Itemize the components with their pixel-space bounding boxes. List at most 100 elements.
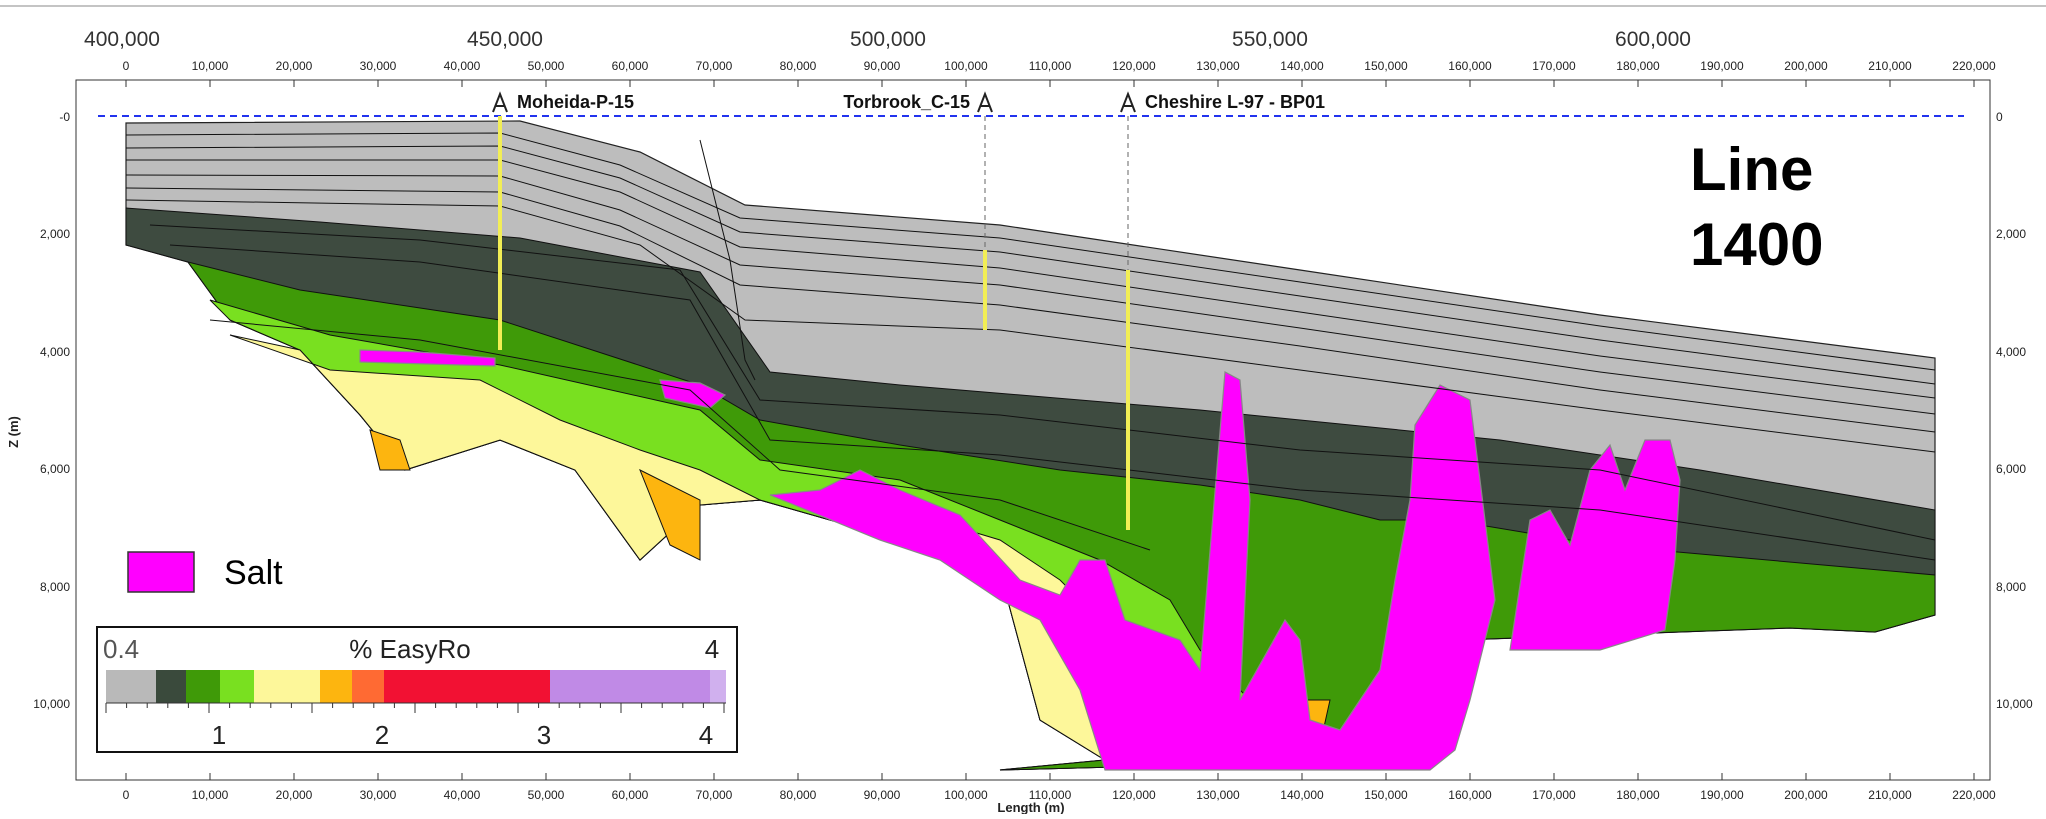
well-label-moheida: Moheida-P-15 [517, 92, 634, 112]
salt-legend-label: Salt [224, 554, 283, 592]
length-tick-label: 130,000 [1196, 788, 1240, 802]
depth-tick-label: 8,000 [1996, 580, 2026, 594]
depth-axis-left: -0 2,000 4,000 6,000 8,000 10,000 Z (m) [6, 110, 70, 711]
length-tick-label: 80,000 [780, 788, 817, 802]
scale-color-swatch [106, 670, 156, 703]
depth-tick-label: 10,000 [33, 697, 70, 711]
depth-tick-label: 4,000 [40, 345, 70, 359]
length-tick-label: 0 [123, 788, 130, 802]
axis-minor-ticks [125, 80, 1975, 780]
scale-color-swatch [220, 670, 254, 703]
length-tick-label: 200,000 [1784, 788, 1828, 802]
horizon-lines [125, 132, 1936, 561]
salt-body [1509, 439, 1681, 651]
length-tick-label: 10,000 [192, 59, 229, 73]
scale-color-swatch [710, 670, 726, 703]
scale-color-swatch [352, 670, 384, 703]
top-axis-label: 550,000 [1232, 28, 1308, 51]
length-tick-label: 170,000 [1532, 59, 1576, 73]
length-tick-label: 170,000 [1532, 788, 1576, 802]
length-tick-label: 190,000 [1700, 59, 1744, 73]
scale-tick-label: 4 [699, 720, 713, 750]
salt-legend-swatch [127, 551, 195, 593]
length-tick-label: 40,000 [444, 59, 481, 73]
length-tick-label: 20,000 [276, 59, 313, 73]
length-tick-label: 120,000 [1112, 59, 1156, 73]
length-tick-label: 190,000 [1700, 788, 1744, 802]
length-tick-label: 110,000 [1029, 59, 1072, 73]
scale-max-label: 4 [705, 634, 719, 664]
top-axis-label: 450,000 [467, 28, 543, 51]
length-tick-label: 70,000 [696, 59, 733, 73]
salt-body [769, 371, 1496, 771]
length-tick-label: 20,000 [276, 788, 313, 802]
length-tick-label: 60,000 [612, 788, 649, 802]
depth-tick-label: -0 [59, 110, 70, 124]
well-labels: Moheida-P-15 Torbrook_C-15 Cheshire L-97… [492, 91, 1325, 113]
top-axis-label: 600,000 [1615, 28, 1691, 51]
length-tick-label: 10,000 [192, 788, 229, 802]
depth-tick-label: 2,000 [40, 227, 70, 241]
length-tick-label: 60,000 [612, 59, 649, 73]
length-axis-title: Length (m) [997, 800, 1064, 814]
depth-tick-label: 10,000 [1996, 697, 2033, 711]
length-tick-label: 180,000 [1616, 788, 1660, 802]
well-symbol-icon [977, 91, 993, 113]
depth-tick-label: 6,000 [40, 462, 70, 476]
scale-tick-label: 3 [537, 720, 551, 750]
length-tick-label: 150,000 [1364, 59, 1408, 73]
length-tick-label: 210,000 [1868, 59, 1912, 73]
length-tick-label: 200,000 [1784, 59, 1828, 73]
geologic-section [125, 116, 1936, 771]
depth-tick-label: 8,000 [40, 580, 70, 594]
top-axis-label: 400,000 [84, 28, 160, 51]
length-tick-label: 140,000 [1280, 788, 1324, 802]
length-tick-label: 90,000 [864, 788, 901, 802]
depth-tick-label: 0 [1996, 110, 2003, 124]
top-axis: 400,000 450,000 500,000 550,000 600,000 [0, 5, 2046, 51]
length-tick-label: 120,000 [1112, 788, 1156, 802]
depth-tick-label: 4,000 [1996, 345, 2026, 359]
scale-title: % EasyRo [349, 634, 470, 664]
length-tick-label: 160,000 [1448, 59, 1492, 73]
well-symbol-icon [1120, 91, 1136, 113]
length-tick-label: 220,000 [1952, 788, 1996, 802]
well-label-cheshire: Cheshire L-97 - BP01 [1145, 92, 1325, 112]
easyro-scale: 0.4 % EasyRo 4 1 2 3 4 [96, 626, 738, 753]
top-axis-label: 500,000 [850, 28, 926, 51]
length-tick-label: 110,000 [1029, 788, 1072, 802]
scale-color-swatch [156, 670, 186, 703]
length-tick-label: 40,000 [444, 788, 481, 802]
depth-tick-label: 2,000 [1996, 227, 2026, 241]
well-symbol-icon [492, 91, 508, 113]
length-tick-label: 0 [123, 59, 130, 73]
length-tick-label: 50,000 [528, 59, 565, 73]
length-tick-label: 100,000 [944, 59, 988, 73]
orange-patch [639, 468, 701, 561]
depth-axis-right: 0 2,000 4,000 6,000 8,000 10,000 [1996, 110, 2033, 711]
scale-color-bar [105, 670, 726, 713]
line-title: Line [1690, 136, 1813, 203]
scale-color-swatch [384, 670, 550, 703]
length-tick-label: 70,000 [696, 788, 733, 802]
length-tick-label: 210,000 [1868, 788, 1912, 802]
length-tick-label: 140,000 [1280, 59, 1324, 73]
plot-frame [75, 79, 1991, 781]
length-tick-label: 160,000 [1448, 788, 1492, 802]
depth-tick-label: 6,000 [1996, 462, 2026, 476]
depth-axis-title: Z (m) [6, 416, 21, 448]
scale-color-swatch [254, 670, 320, 703]
length-tick-label: 90,000 [864, 59, 901, 73]
salt-body [359, 349, 496, 367]
scale-min-label: 0.4 [103, 634, 139, 664]
scale-tick-label: 1 [212, 720, 226, 750]
scale-tick-label: 2 [375, 720, 389, 750]
line-number: 1400 [1690, 211, 1823, 278]
scale-color-swatch [550, 670, 710, 703]
length-tick-label: 100,000 [944, 788, 988, 802]
length-tick-label: 80,000 [780, 59, 817, 73]
length-tick-label: 180,000 [1616, 59, 1660, 73]
